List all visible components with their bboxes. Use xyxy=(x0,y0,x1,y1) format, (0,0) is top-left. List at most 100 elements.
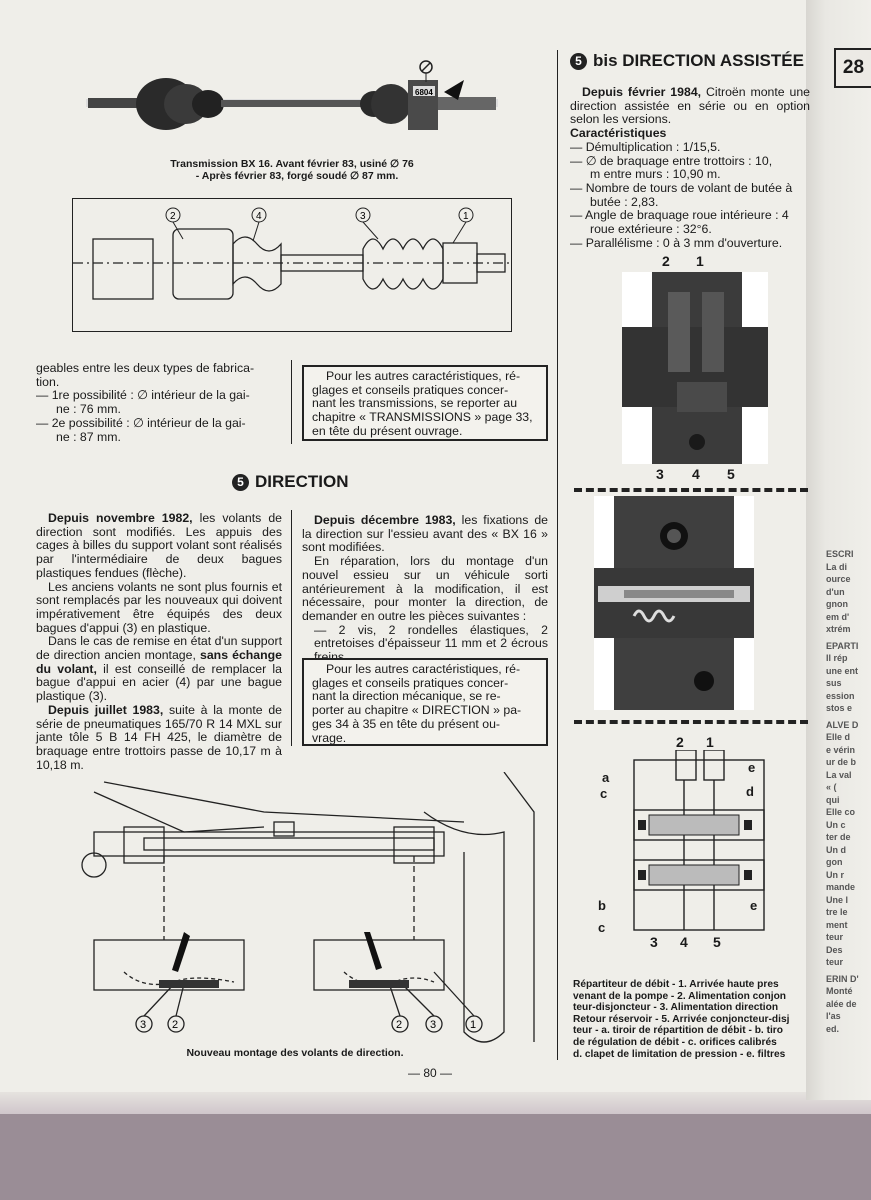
box-line: vrage. xyxy=(312,730,347,745)
bold-phrase: sans échange du volant, xyxy=(36,648,282,676)
direction-heading: 5 DIRECTION xyxy=(232,472,349,492)
valve-caption: Répartiteur de débit - 1. Arrivée haute … xyxy=(573,979,809,1060)
text-line: — 2e possibilité : ∅ intérieur de la gai… xyxy=(36,415,246,430)
transmission-caption-2: - Après février 83, forgé soudé ∅ 87 mm. xyxy=(195,170,399,182)
spec-line: — Démultiplication : 1/15,5. xyxy=(570,139,721,154)
fragment: La val xyxy=(826,769,852,780)
paragraph: Dans le cas de remise en état d'un suppo… xyxy=(36,634,282,663)
fragment: ERIN D' xyxy=(826,973,859,984)
callout-3: 3 xyxy=(360,211,366,222)
callout-2: 2 xyxy=(170,211,176,222)
caption-line: Répartiteur de débit - 1. Arrivée haute … xyxy=(573,979,779,990)
valve-block-photo xyxy=(622,272,768,464)
callout-1: 1 xyxy=(470,1019,476,1031)
column-rule-3 xyxy=(557,50,558,1060)
caption-line: Retour réservoir - 5. Arrivée conjoncteu… xyxy=(573,1013,790,1025)
fragment: ESCRI xyxy=(826,549,854,559)
box-line: Pour les autres caractéristiques, ré- xyxy=(326,662,521,676)
box-line: glages et conseils pratiques concer- xyxy=(312,382,509,397)
valve-label-2: 2 xyxy=(676,734,684,750)
transmissions-note-box: Pour les autres caractéristiques, ré- gl… xyxy=(302,365,548,441)
spec-line: m entre murs : 10,90 m. xyxy=(590,167,721,182)
text-line: tion. xyxy=(36,374,60,389)
paragraph: — 2 vis, 2 rondelles élastiques, 2 entre… xyxy=(314,622,548,664)
fragment: ur de b xyxy=(826,757,857,767)
valve-letter-c: c xyxy=(598,920,606,935)
fragment: gon xyxy=(826,857,843,867)
fragment: em d' xyxy=(826,611,850,622)
fragment: Il rép xyxy=(826,653,848,663)
text-line: geables entre les deux types de fabrica- xyxy=(36,361,255,375)
box-line: nant les transmissions, se reporter au xyxy=(312,396,518,411)
spec-line: — Angle de braquage roue intérieure : 4 xyxy=(570,208,789,223)
fragment: teur xyxy=(826,957,844,967)
valve-diagram: a c e d b c e xyxy=(594,749,796,936)
callout-3: 3 xyxy=(140,1019,146,1031)
fragment: e vérin xyxy=(826,744,856,755)
photo1-label-5: 5 xyxy=(727,466,735,482)
spec-line: — ∅ de braquage entre trottoirs : 10, xyxy=(570,153,773,168)
box-line: nant la direction mécanique, se re- xyxy=(312,689,501,704)
caption-line: de régulation de débit - c. orifices cal… xyxy=(573,1036,777,1048)
caption-line: venant de la pompe - 2. Alimentation con… xyxy=(573,990,787,1002)
fragment: stos e xyxy=(826,703,853,713)
column-rule-1 xyxy=(291,360,292,444)
callout-1: 1 xyxy=(463,211,469,222)
transmission-caption-1: Transmission BX 16. Avant février 83, us… xyxy=(170,158,414,170)
valve-letter-c: c xyxy=(600,786,608,801)
valve-letter-a: a xyxy=(602,770,610,785)
paragraph: Les anciens volants ne sont plus fournis… xyxy=(36,579,282,635)
direction-left-column: Depuis novembre 1982, les volants de dir… xyxy=(36,511,283,772)
section-number-badge: 5 xyxy=(232,473,249,491)
valve-label-3: 3 xyxy=(650,934,658,950)
page-number: — 80 — xyxy=(407,1066,452,1080)
fragment: gnon xyxy=(826,599,848,609)
fragment: « ( xyxy=(826,782,837,792)
transmission-photo: 6804 xyxy=(86,52,498,152)
box-line: ges 34 à 35 en tête du présent ou- xyxy=(312,716,501,731)
paragraph: il est conseillé de remplacer la bague d… xyxy=(36,661,283,704)
valve-label-4: 4 xyxy=(680,934,688,950)
fragment: Des xyxy=(826,944,843,955)
valve-letter-e: e xyxy=(750,898,758,913)
direction-assistee-text: Depuis février 1984, Citroën monte une d… xyxy=(570,86,810,250)
box-line: Pour les autres caractéristiques, ré- xyxy=(326,369,521,383)
callout-3: 3 xyxy=(430,1019,436,1031)
fragment: Une l xyxy=(826,894,849,905)
photo1-label-2: 2 xyxy=(662,253,670,269)
valve-letter-e: e xyxy=(748,760,756,775)
page-edge xyxy=(0,1092,871,1114)
paragraph: Citroën monte une direction assistée en … xyxy=(570,86,810,127)
fragment: ment xyxy=(826,919,848,930)
paragraph: suite à la monte de série de pneumatique… xyxy=(36,702,283,772)
steering-mount-drawing: 3 2 2 3 1 xyxy=(64,771,548,1044)
fragment: Elle d xyxy=(826,732,851,742)
callout-2: 2 xyxy=(396,1019,402,1031)
paragraph: les volants de direction sont modifiés. … xyxy=(36,511,283,580)
fragment: alée de xyxy=(826,998,857,1009)
left-column-top-text: geables entre les deux types de fabrica-… xyxy=(36,361,282,444)
box-line: en tête du présent ouvrage. xyxy=(312,423,463,438)
caption-line: d. clapet de limitation de pression - e.… xyxy=(573,1048,786,1060)
photo1-label-4: 4 xyxy=(692,466,700,482)
bold-date: Depuis décembre 1983, xyxy=(314,513,456,527)
fragment: xtrém xyxy=(826,624,851,634)
fragment: une ent xyxy=(826,665,859,676)
fragment: l'as xyxy=(826,1011,841,1021)
fragment: La di xyxy=(826,561,848,572)
caption-line: teur - a. tiroir de répartition de débit… xyxy=(573,1025,783,1037)
fragment: Elle co xyxy=(826,807,856,817)
fragment: Un d xyxy=(826,844,846,855)
fragment: Un r xyxy=(826,869,844,880)
valve-label-1: 1 xyxy=(706,734,714,750)
box-line: chapitre « TRANSMISSIONS » page 33, xyxy=(312,410,533,425)
photo1-label-1: 1 xyxy=(696,253,704,269)
box-line: porter au chapitre « DIRECTION » pa- xyxy=(312,703,522,718)
direction-title: DIRECTION xyxy=(255,472,349,491)
text-line: — 1re possibilité : ∅ intérieur de la ga… xyxy=(36,388,250,403)
paragraph: En réparation, lors du montage d'un nouv… xyxy=(302,554,548,623)
spec-line: — Nombre de tours de volant de butée à xyxy=(570,180,793,195)
text-line: ne : 87 mm. xyxy=(56,429,121,444)
direction-assistee-heading: 5 bis DIRECTION ASSISTÉE xyxy=(570,51,810,71)
photo1-label-3: 3 xyxy=(656,466,664,482)
